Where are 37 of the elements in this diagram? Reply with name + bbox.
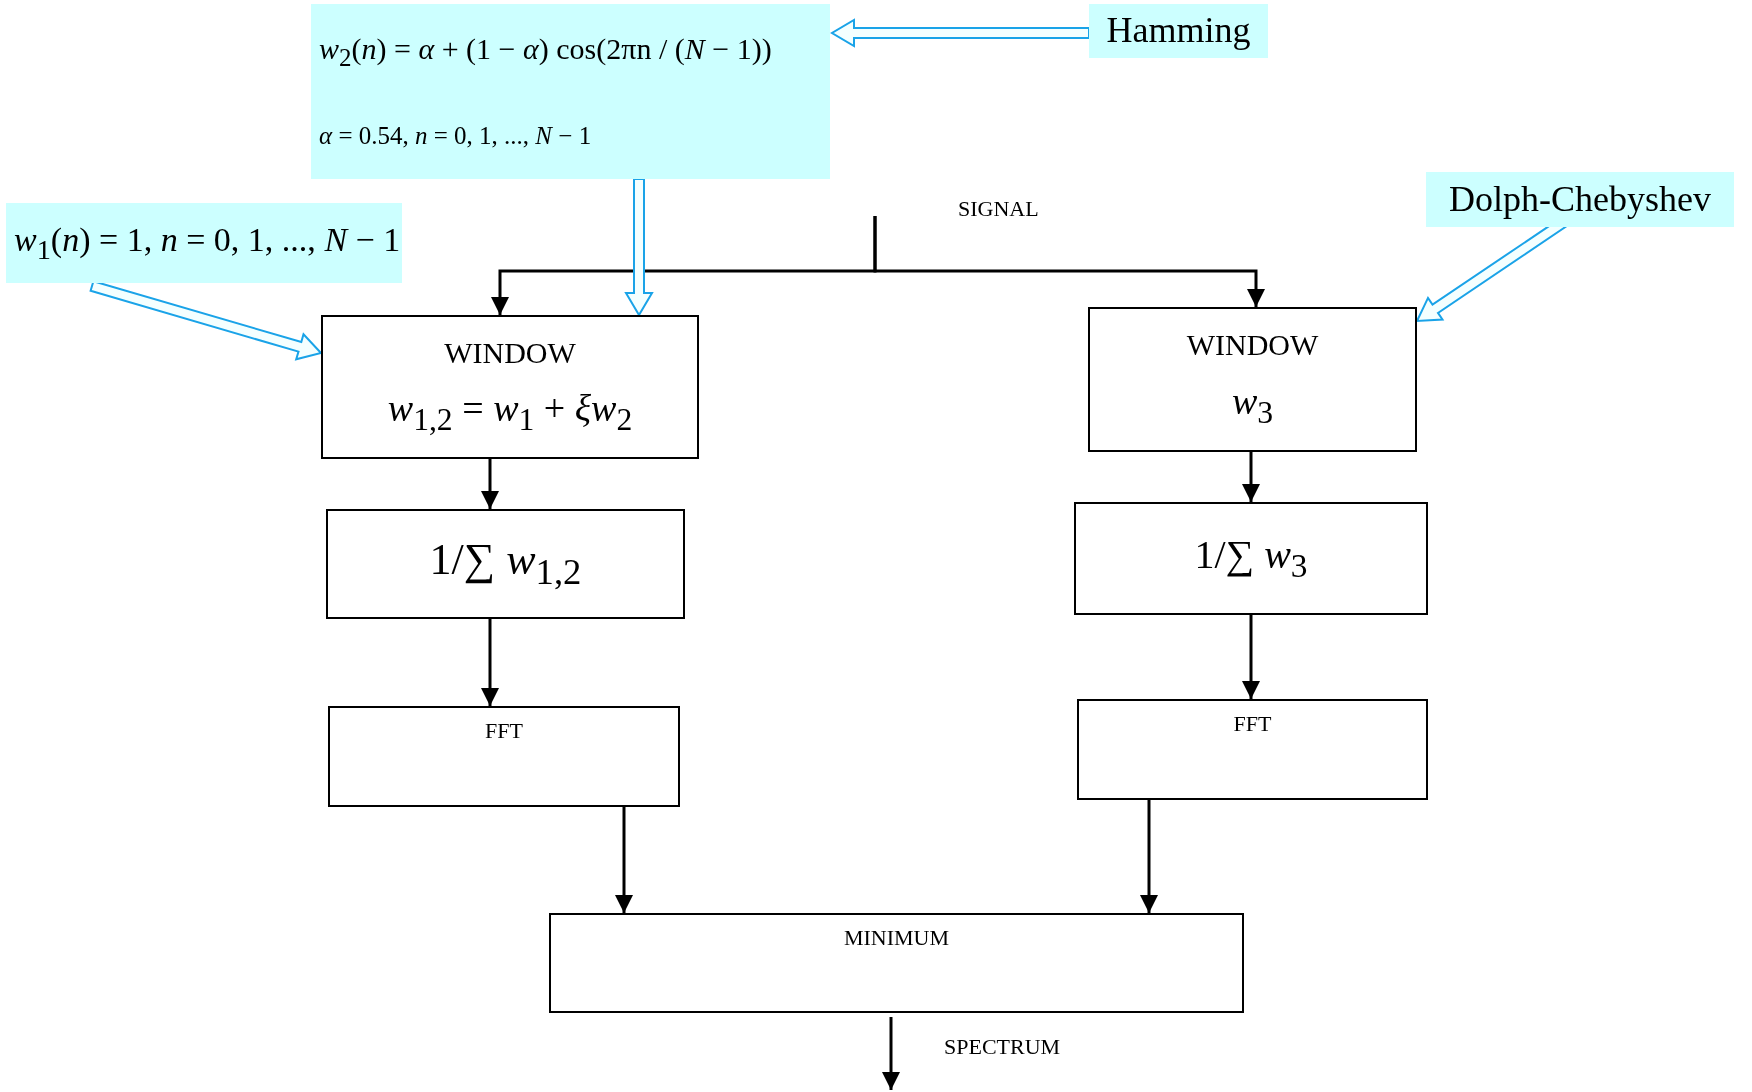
process-box — [326, 509, 685, 619]
process-box — [1074, 502, 1428, 615]
signal-label: SIGNAL — [958, 196, 1039, 222]
signal-label: SPECTRUM — [944, 1034, 1061, 1060]
arrow — [481, 619, 499, 706]
formula-text: w$_{3}$ — [1231, 380, 1274, 432]
formula-text: Dolph-Chebyshev — [1449, 178, 1711, 221]
process-box — [1088, 307, 1417, 452]
arrow — [1242, 615, 1260, 699]
process-box — [549, 913, 1244, 1013]
arrow — [1242, 452, 1260, 502]
box-title: MINIMUM — [843, 925, 950, 951]
formula-text: w$_{2}$(n) = α + (1 − α) cos(2πn / (N − 1)) — [319, 32, 772, 74]
arrow — [1140, 800, 1158, 913]
arrow — [481, 459, 499, 509]
box-title: FFT — [485, 718, 523, 744]
hollow-arrow — [624, 178, 654, 317]
box-title: 1/∑ w$_{3}$ — [1194, 531, 1308, 586]
formula-label — [1089, 4, 1268, 58]
formula-label — [1426, 172, 1734, 227]
box-title: 1/∑ w$_{1,2}$ — [429, 535, 582, 593]
process-box — [321, 315, 699, 459]
box-title: FFT — [1233, 711, 1272, 737]
formula-text: Hamming — [1106, 10, 1251, 52]
process-box — [1077, 699, 1428, 800]
arrow — [882, 1017, 900, 1090]
box-title: WINDOW — [444, 335, 576, 371]
arrow — [615, 807, 633, 913]
formula-label — [6, 203, 402, 283]
box-title: WINDOW — [1186, 327, 1319, 363]
formula-text: α = 0.54, n = 0, 1, ..., N − 1 — [319, 121, 592, 151]
formula-label — [311, 4, 830, 179]
arrow — [873, 216, 1265, 307]
hollow-arrow — [830, 18, 1090, 48]
formula-text: w$_{1,2}$ = w$_{1}$ + ξw$_{2}$ — [387, 387, 633, 439]
process-box — [328, 706, 680, 807]
formula-text: w$_{1}$(n) = 1, n = 0, 1, ..., N − 1 — [14, 219, 401, 267]
